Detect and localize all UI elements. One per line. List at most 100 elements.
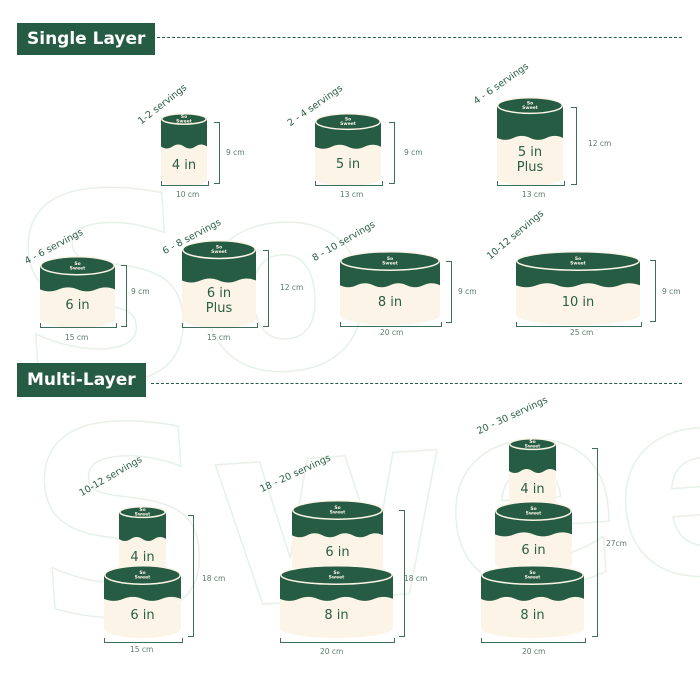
tier-size-label: 8 in bbox=[280, 608, 393, 623]
height-bracket bbox=[399, 510, 405, 637]
svg-text:So: So bbox=[530, 506, 536, 512]
cake-tier-graphic: So Sweet bbox=[340, 251, 440, 325]
svg-text:Sweet: Sweet bbox=[525, 575, 542, 581]
cake-tier: So Sweet 4 in bbox=[119, 506, 166, 578]
divider bbox=[142, 37, 682, 38]
height-bracket bbox=[571, 107, 577, 185]
width-bracket bbox=[280, 638, 395, 643]
cake-tier-graphic: So Sweet bbox=[497, 97, 563, 186]
tier-size-text: Plus bbox=[205, 301, 233, 317]
tier-size-text: 6 in bbox=[521, 543, 546, 559]
tier-size-text: 6 in bbox=[325, 545, 350, 561]
svg-text:Sweet: Sweet bbox=[330, 510, 347, 516]
tier-size-label: 8 in bbox=[481, 608, 584, 623]
height-label: 27cm bbox=[606, 539, 627, 548]
tier-size-label: 6 in bbox=[292, 545, 383, 560]
tier-size-text: 5 in bbox=[335, 156, 361, 172]
cake-tier-graphic: So Sweet bbox=[292, 500, 383, 576]
tier-size-text: 6 in bbox=[130, 607, 155, 623]
cake-tier-graphic: So Sweet bbox=[182, 240, 256, 328]
cake-tier: So Sweet 5 in bbox=[315, 113, 381, 186]
height-bracket bbox=[214, 122, 220, 184]
svg-text:Sweet: Sweet bbox=[525, 444, 542, 450]
svg-text:Sweet: Sweet bbox=[135, 512, 152, 518]
height-label: 12 cm bbox=[588, 139, 612, 148]
height-bracket bbox=[263, 250, 269, 327]
svg-text:So: So bbox=[139, 507, 145, 513]
svg-text:Sweet: Sweet bbox=[382, 261, 399, 267]
cake-tier: So Sweet 6 in bbox=[495, 501, 572, 573]
cake-tier-graphic: So Sweet bbox=[509, 438, 556, 510]
height-bracket bbox=[650, 260, 656, 322]
height-bracket bbox=[389, 122, 395, 184]
width-label: 10 cm bbox=[176, 190, 200, 199]
cake-tier: So Sweet 6 in bbox=[40, 256, 115, 328]
width-label: 13 cm bbox=[522, 190, 546, 199]
width-label: 15 cm bbox=[65, 333, 89, 342]
tier-size-label: 10 in bbox=[516, 295, 640, 310]
height-label: 9 cm bbox=[404, 148, 423, 157]
width-label: 25 cm bbox=[570, 328, 594, 337]
divider bbox=[151, 383, 682, 384]
svg-text:Sweet: Sweet bbox=[329, 575, 346, 581]
tier-size-text: Plus bbox=[516, 159, 544, 175]
height-label: 9 cm bbox=[226, 148, 245, 157]
width-bracket bbox=[315, 181, 383, 186]
width-label: 20 cm bbox=[522, 647, 546, 656]
svg-text:Sweet: Sweet bbox=[135, 575, 152, 581]
height-bracket bbox=[188, 515, 194, 637]
svg-text:Sweet: Sweet bbox=[176, 118, 193, 124]
cake-tier: So Sweet 6 in bbox=[104, 565, 181, 638]
tier-size-label: 6 in bbox=[40, 298, 115, 313]
tier-size-text: 8 in bbox=[324, 607, 349, 623]
tier-size-text: 8 in bbox=[377, 294, 403, 310]
tier-size-text: 5 in bbox=[517, 144, 543, 160]
width-bracket bbox=[497, 181, 565, 186]
svg-text:So: So bbox=[216, 245, 222, 251]
tier-size-text: 8 in bbox=[520, 607, 545, 623]
width-bracket bbox=[161, 181, 209, 186]
tier-size-label: 6 in bbox=[104, 608, 181, 623]
tier-size-label: 8 in bbox=[340, 295, 440, 310]
width-label: 20 cm bbox=[380, 328, 404, 337]
width-label: 20 cm bbox=[320, 647, 344, 656]
cake-tier-graphic: So Sweet bbox=[315, 113, 381, 186]
cake-tier: So Sweet 8 in bbox=[340, 251, 440, 325]
svg-text:Sweet: Sweet bbox=[570, 261, 587, 267]
cake-tier-graphic: So Sweet bbox=[280, 565, 393, 638]
cake-tier: So Sweet 6 in bbox=[292, 500, 383, 576]
tier-size-text: 4 in bbox=[520, 481, 545, 497]
svg-text:So: So bbox=[529, 439, 535, 445]
height-label: 9 cm bbox=[131, 287, 150, 296]
width-bracket bbox=[182, 323, 258, 328]
svg-text:Sweet: Sweet bbox=[522, 105, 539, 111]
width-label: 15 cm bbox=[130, 645, 154, 654]
cake-tier-graphic: So Sweet bbox=[481, 565, 584, 638]
width-bracket bbox=[516, 322, 642, 327]
cake-tier: So Sweet 8 in bbox=[481, 565, 584, 638]
cake-tier-graphic: So Sweet bbox=[119, 506, 166, 578]
tier-size-label: 6 in bbox=[495, 543, 572, 558]
svg-text:So: So bbox=[345, 117, 351, 123]
height-bracket bbox=[446, 261, 452, 323]
section-title-multi-layer: Multi-Layer bbox=[17, 363, 146, 397]
svg-text:So: So bbox=[74, 261, 80, 267]
width-bracket bbox=[40, 323, 117, 328]
svg-text:Sweet: Sweet bbox=[211, 249, 228, 255]
height-label: 9 cm bbox=[662, 287, 681, 296]
cake-tier-graphic: So Sweet bbox=[495, 501, 572, 573]
height-bracket bbox=[592, 448, 598, 637]
tier-size-text: 10 in bbox=[561, 294, 595, 310]
width-bracket bbox=[104, 638, 183, 643]
svg-text:Sweet: Sweet bbox=[526, 511, 543, 517]
width-label: 13 cm bbox=[340, 190, 364, 199]
cake-tier-graphic: So Sweet bbox=[516, 251, 640, 325]
tier-size-label: 5 in bbox=[315, 157, 381, 172]
width-label: 15 cm bbox=[207, 333, 231, 342]
height-label: 18 cm bbox=[404, 574, 428, 583]
tier-size-text: 4 in bbox=[130, 549, 155, 565]
cake-tier-graphic: So Sweet bbox=[161, 113, 207, 186]
